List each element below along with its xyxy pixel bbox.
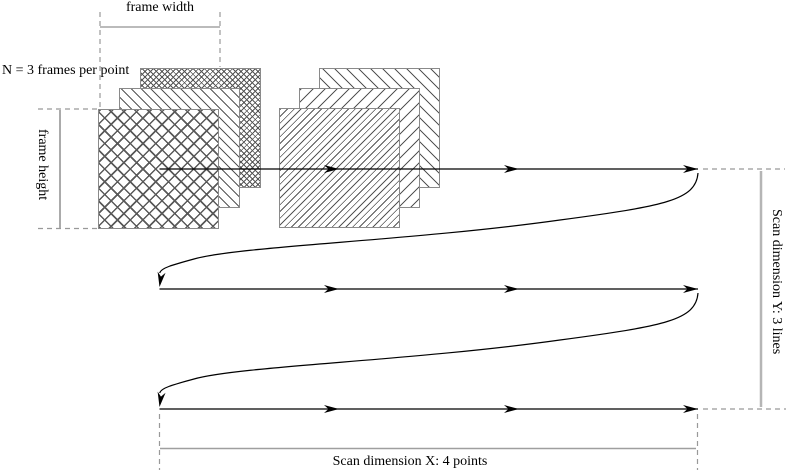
arrow-right-icon — [683, 285, 698, 293]
frame-width-label: frame width — [125, 0, 195, 15]
arrow-down-icon — [157, 271, 166, 287]
frames-per-point-label: N = 3 frames per point — [2, 63, 130, 78]
arrow-right-icon — [504, 285, 519, 293]
flyback-curve-2 — [159, 292, 699, 394]
dimension-brackets — [59, 26, 763, 450]
scan-dimension-x-label: Scan dimension X: 4 points — [332, 454, 488, 469]
arrowheads — [157, 165, 698, 413]
point2-frame-front — [279, 108, 400, 228]
arrow-right-icon — [324, 165, 339, 173]
flyback-curves — [159, 172, 699, 394]
arrow-right-icon — [504, 165, 519, 173]
arrow-right-icon — [504, 405, 519, 413]
scan-dimension-y-label: Scan dimension Y: 3 lines — [769, 209, 784, 355]
arrow-right-icon — [683, 405, 698, 413]
arrow-down-icon — [157, 391, 166, 407]
arrow-right-icon — [683, 165, 698, 173]
frame-height-label: frame height — [35, 129, 50, 201]
arrow-right-icon — [324, 285, 339, 293]
dashed-guides — [38, 12, 786, 470]
scan-lines — [159, 168, 698, 410]
arrow-right-icon — [324, 405, 339, 413]
flyback-curve-1 — [159, 172, 699, 274]
